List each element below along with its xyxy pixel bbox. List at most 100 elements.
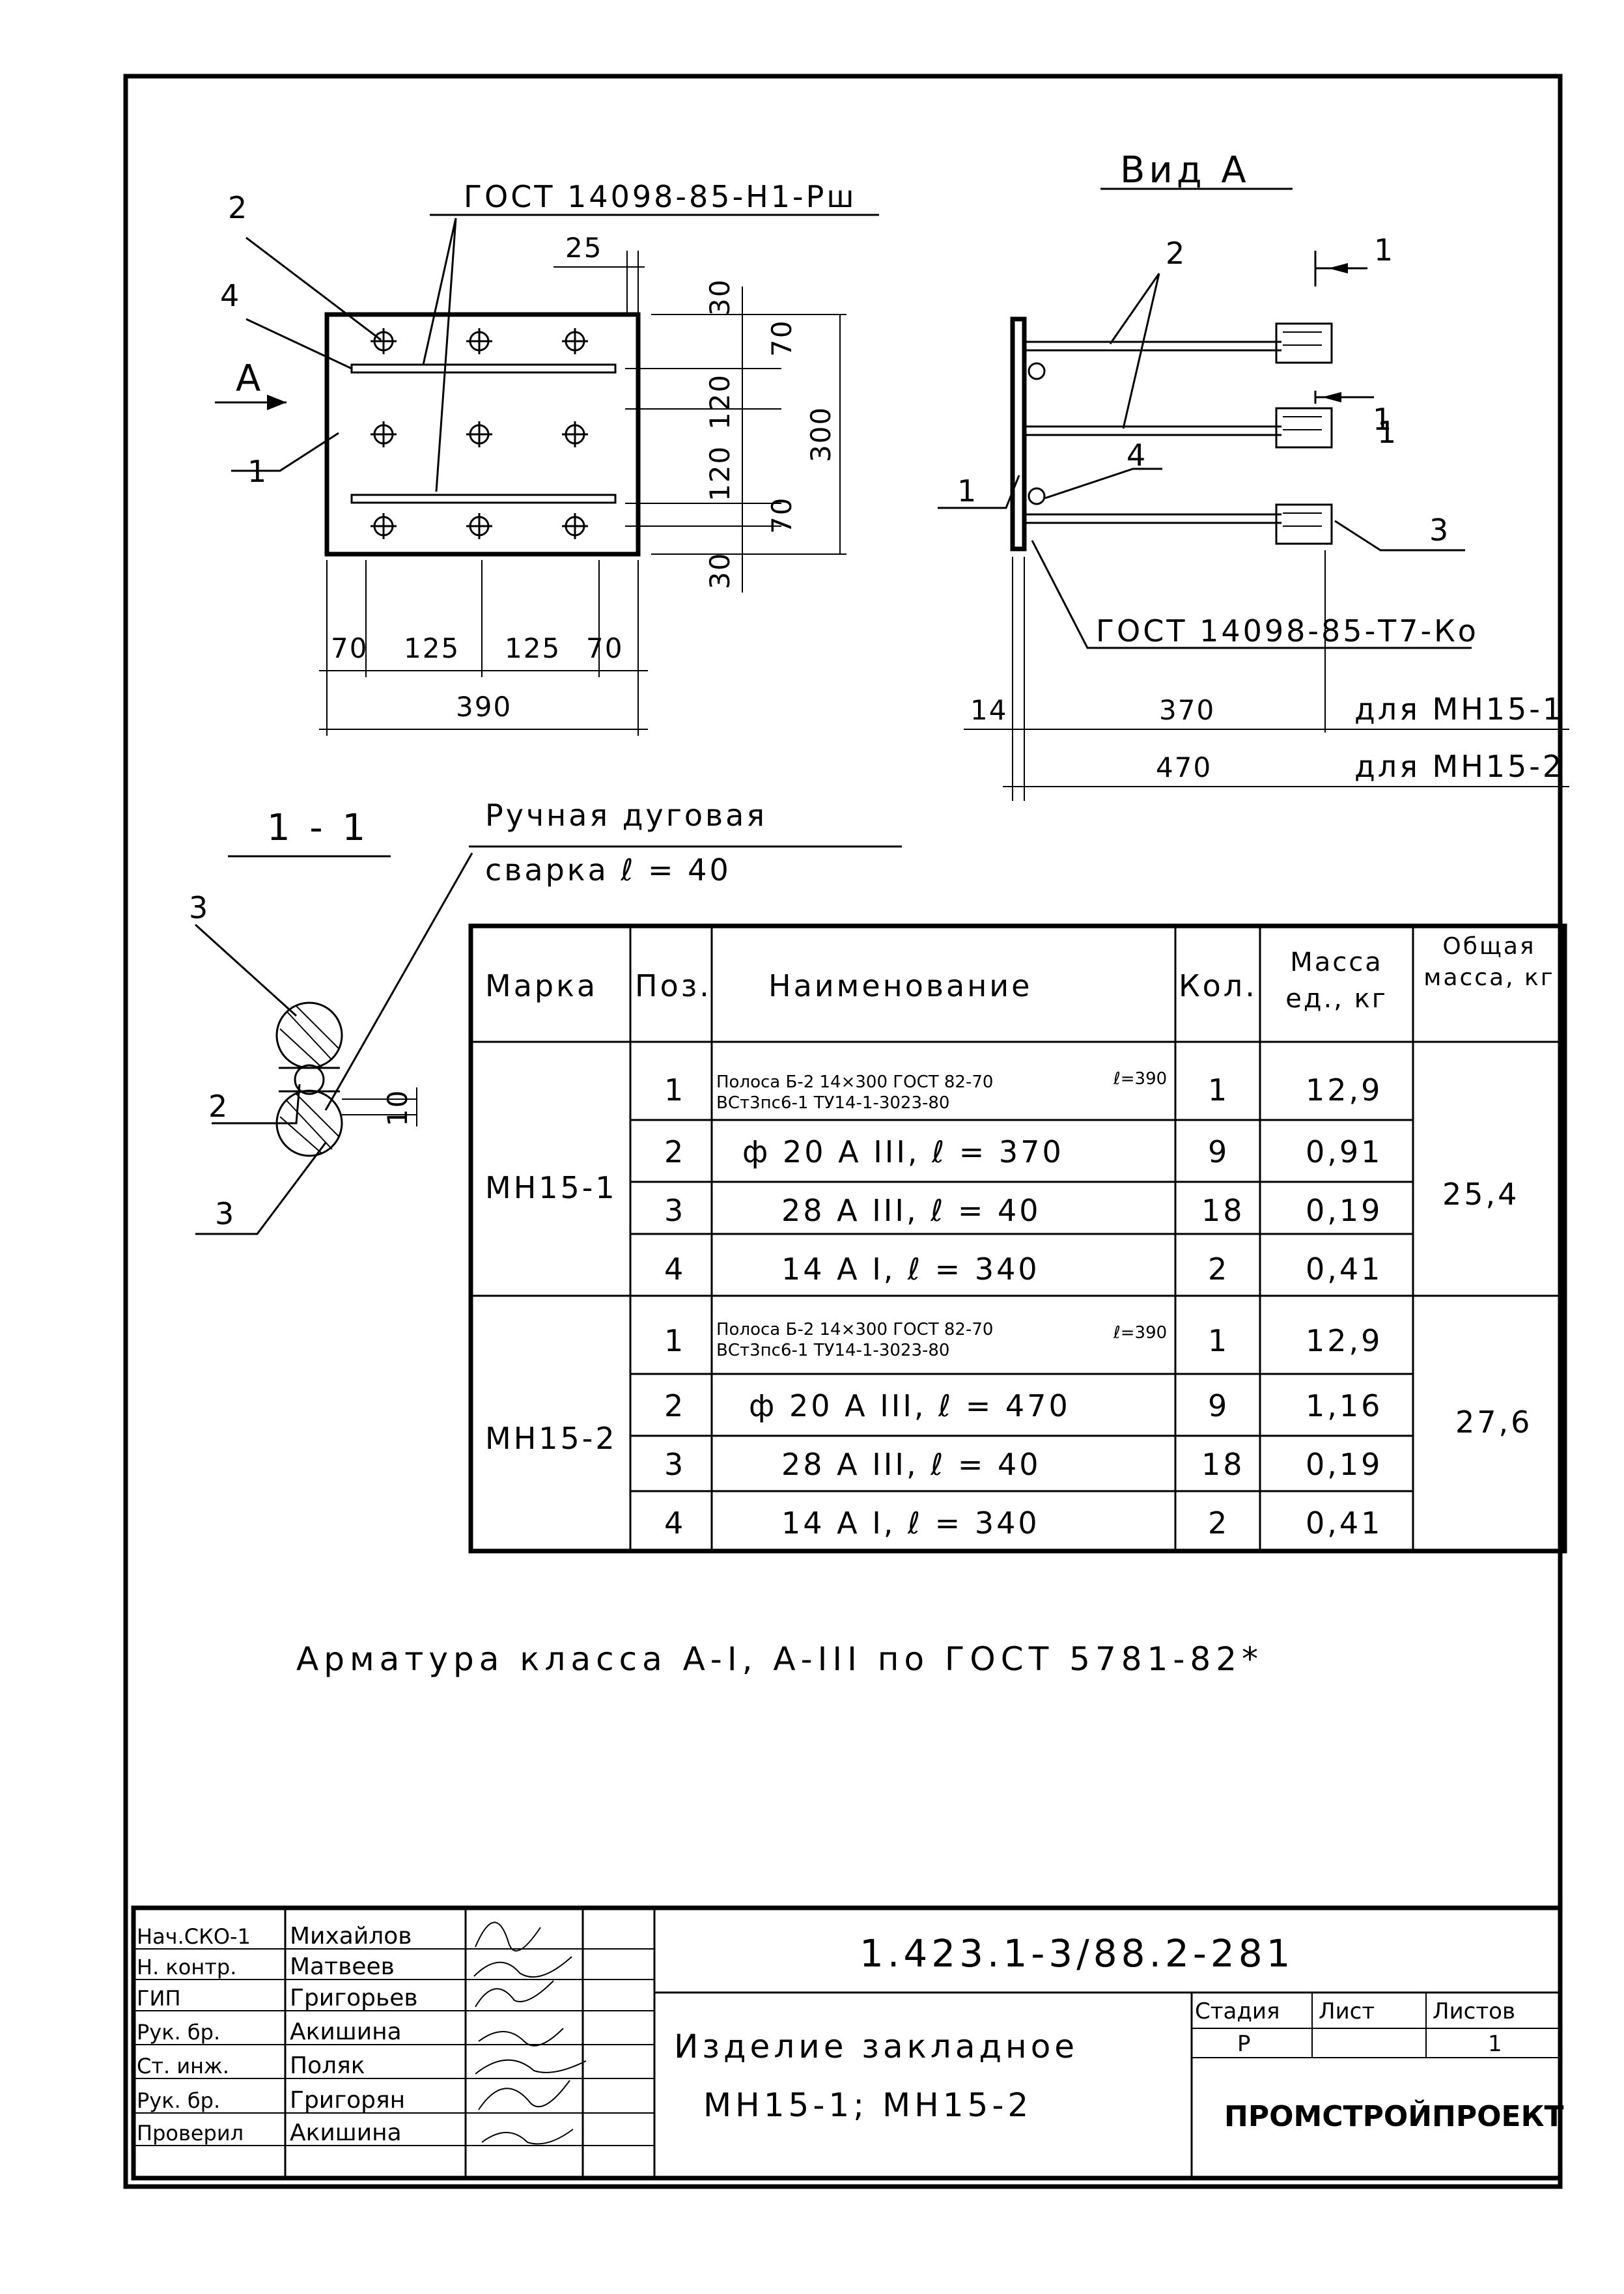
item-title-line2: МН15-1; МН15-2 xyxy=(703,2086,1032,2124)
dim-25: 25 xyxy=(565,232,602,264)
role-6: Проверил xyxy=(137,2121,244,2146)
dim-right-3: 120 xyxy=(704,445,736,501)
row-name-bottom: ВСт3пс6-1 ТУ14-1-3023-80 xyxy=(716,1341,949,1360)
dim-370-note: для МН15-1 xyxy=(1354,692,1564,727)
row-name: 14 А I, ℓ = 340 xyxy=(781,1252,1040,1287)
view-a-leader-4: 4 xyxy=(1127,438,1148,473)
row-pos: 4 xyxy=(664,1505,686,1541)
weld-text-line2: сварка ℓ = 40 xyxy=(485,852,731,888)
sheets-value: 1 xyxy=(1488,2031,1502,2057)
table-row: 2 ф 20 А III, ℓ = 470 9 1,16 xyxy=(664,1388,1382,1423)
bar-pos4-top xyxy=(350,363,617,374)
th-qty: Кол. xyxy=(1179,968,1257,1003)
name-6: Акишина xyxy=(290,2119,402,2146)
th-name: Наименование xyxy=(768,968,1032,1003)
dim-bottom-0: 70 xyxy=(331,632,368,664)
section-leader-3-bottom: 3 xyxy=(215,1196,236,1231)
group2-mark: МН15-2 xyxy=(485,1421,617,1456)
dim-bottom-3: 70 xyxy=(586,632,623,664)
row-pos: 3 xyxy=(664,1447,686,1482)
sleeve-3 xyxy=(1275,503,1333,545)
table-row: 2 ф 20 А III, ℓ = 370 9 0,91 xyxy=(664,1134,1382,1169)
section-mark-top: 1 xyxy=(1374,232,1395,268)
group1-mark: МН15-1 xyxy=(485,1170,617,1205)
row-qty: 18 xyxy=(1201,1193,1245,1228)
table-row: 3 28 А III, ℓ = 40 18 0,19 xyxy=(664,1193,1380,1228)
row-mass: 1,16 xyxy=(1306,1388,1382,1423)
role-4: Ст. инж. xyxy=(137,2054,229,2078)
row-qty: 1 xyxy=(1208,1323,1229,1358)
row-mass: 0,91 xyxy=(1306,1134,1382,1169)
row-name: 28 А III, ℓ = 40 xyxy=(781,1193,1041,1228)
view-a-leader-2: 2 xyxy=(1166,236,1187,271)
item-title-line1: Изделие закладное xyxy=(674,2028,1078,2065)
dim-right-4: 70 xyxy=(766,497,798,534)
organization-name: ПРОМСТРОЙПРОЕКТ xyxy=(1224,2099,1564,2133)
title-block-grid xyxy=(131,1905,1563,2181)
name-5: Григорян xyxy=(290,2087,405,2114)
row-name: ф 20 А III, ℓ = 370 xyxy=(742,1134,1064,1169)
reinforcement-note: Арматура класса А-I, А-III по ГОСТ 5781-… xyxy=(296,1640,1263,1678)
section-dim-10: 10 xyxy=(382,1089,413,1126)
role-0: Нач.СКО-1 xyxy=(137,1924,251,1949)
view-arrow-label: А xyxy=(236,357,264,400)
table-row: 4 14 А I, ℓ = 340 2 0,41 xyxy=(664,1252,1380,1287)
row-name-top: Полоса Б-2 14×300 ГОСТ 82-70 xyxy=(716,1320,993,1339)
role-5: Рук. бр. xyxy=(137,2088,220,2113)
row-name: 14 А I, ℓ = 340 xyxy=(781,1505,1040,1541)
spec-table-grid xyxy=(468,923,1567,1554)
dim-bottom-1: 125 xyxy=(404,632,460,664)
plate-side xyxy=(1010,316,1027,552)
row-mass: 12,9 xyxy=(1306,1323,1382,1358)
dim-bottom-2: 125 xyxy=(505,632,561,664)
view-a-title: Вид А xyxy=(1120,149,1250,191)
section-mark-bottom: 1 xyxy=(1373,402,1394,437)
title-block-names: Михайлов Матвеев Григорьев Акишина Поляк… xyxy=(290,1923,418,2146)
stage-header: Стадия xyxy=(1195,1998,1280,2024)
sheet-frame xyxy=(123,74,1563,2189)
embed-plate-outline xyxy=(324,312,641,557)
role-2: ГИП xyxy=(137,1986,181,2011)
view-a-leader-1b: 1 xyxy=(957,473,979,509)
sleeve-1 xyxy=(1275,322,1333,364)
doc-code: 1.423.1-3/88.2-281 xyxy=(860,1931,1295,1976)
dim-right-2: 120 xyxy=(704,374,736,430)
dim-370: 370 xyxy=(1159,694,1215,726)
dim-right-0: 30 xyxy=(704,279,736,316)
dim-14: 14 xyxy=(970,694,1007,726)
dim-right-1: 70 xyxy=(766,320,798,357)
role-1: Н. контр. xyxy=(137,1955,236,1979)
row-qty: 2 xyxy=(1208,1252,1229,1287)
section-leader-2: 2 xyxy=(208,1089,230,1124)
row-qty: 18 xyxy=(1201,1447,1245,1482)
name-1: Матвеев xyxy=(290,1953,395,1980)
row-pos: 1 xyxy=(664,1072,686,1108)
table-row: 3 28 А III, ℓ = 40 18 0,19 xyxy=(664,1447,1380,1482)
title-block-roles: Нач.СКО-1 Н. контр. ГИП Рук. бр. Ст. инж… xyxy=(137,1924,251,2146)
row-qty: 9 xyxy=(1208,1388,1229,1423)
row-name-top: Полоса Б-2 14×300 ГОСТ 82-70 xyxy=(716,1072,993,1092)
leader-label-2: 2 xyxy=(228,190,249,225)
stage-value: Р xyxy=(1237,2031,1251,2057)
name-0: Михайлов xyxy=(290,1923,412,1950)
view-a-leader-3: 3 xyxy=(1429,512,1451,548)
th-pos: Поз. xyxy=(635,968,712,1003)
row-pos: 2 xyxy=(664,1388,686,1423)
th-mass-total: Общая масса, кг xyxy=(1423,933,1552,991)
table-row: 4 14 А I, ℓ = 340 2 0,41 xyxy=(664,1505,1382,1541)
name-4: Поляк xyxy=(290,2052,365,2079)
row-qty: 2 xyxy=(1208,1505,1229,1541)
weld-note-view-a: ГОСТ 14098-85-Т7-Ко xyxy=(1096,613,1479,649)
stud-marks xyxy=(371,328,588,539)
weld-note-plan: ГОСТ 14098-85-Н1-Рш xyxy=(464,179,856,214)
group2-total: 27,6 xyxy=(1455,1405,1532,1440)
row-pos: 3 xyxy=(664,1193,686,1228)
view-a-leader-1: 1 xyxy=(1377,415,1399,450)
row-qty: 1 xyxy=(1208,1072,1229,1108)
row-mass: 0,41 xyxy=(1306,1505,1382,1541)
row-name: ф 20 А III, ℓ = 470 xyxy=(749,1388,1071,1423)
row-name-bottom: ВСт3пс6-1 ТУ14-1-3023-80 xyxy=(716,1093,949,1113)
dim-right-5: 30 xyxy=(704,552,736,589)
table-row: 1 Полоса Б-2 14×300 ГОСТ 82-70 ВСт3пс6-1… xyxy=(664,1320,1382,1360)
